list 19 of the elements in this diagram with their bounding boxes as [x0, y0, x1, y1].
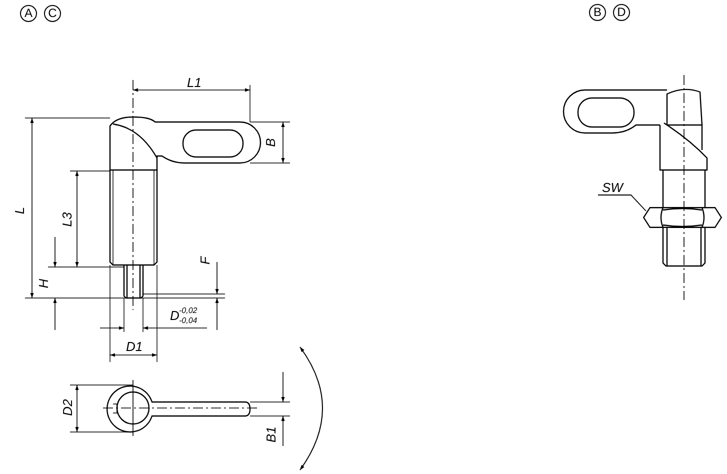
variant-letter: D — [613, 4, 630, 21]
dimension-label: D — [170, 309, 180, 322]
dimension-label: L — [13, 206, 26, 214]
dimension-label: B1 — [264, 426, 278, 442]
leader-line — [598, 194, 646, 212]
dimension-label: B — [264, 138, 277, 147]
dimension-label: F — [198, 256, 212, 264]
hex-nut-drawing — [643, 207, 722, 228]
tolerance-value: -0,04 — [179, 317, 198, 325]
variant-letter: B — [589, 4, 606, 21]
callout-label: SW — [602, 181, 623, 194]
variant-letter: C — [44, 5, 61, 22]
tolerance-value: -0,02 — [179, 307, 198, 315]
dimension-label: D2 — [60, 399, 74, 416]
dimension-label: L1 — [187, 76, 202, 89]
variant-letter: A — [20, 5, 37, 22]
dimension-label: L3 — [60, 212, 74, 227]
dimension-label: H — [37, 278, 50, 288]
dimension-label: D1 — [126, 340, 143, 353]
